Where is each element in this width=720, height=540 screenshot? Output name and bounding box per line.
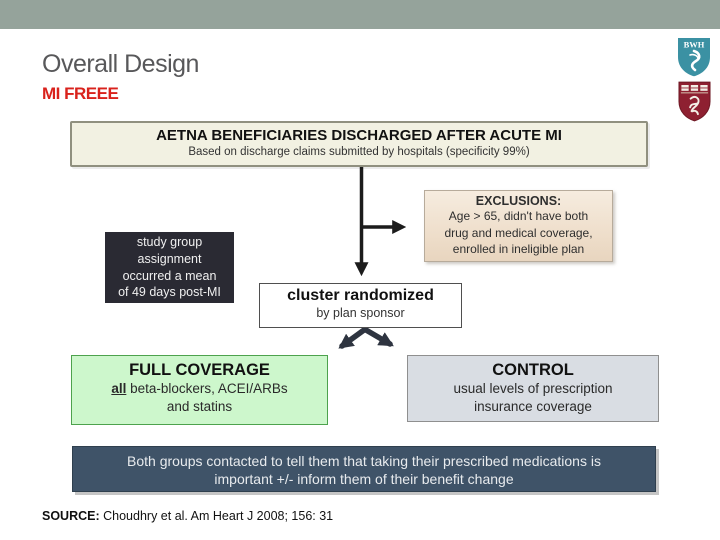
control-arm-box: CONTROL usual levels of prescription ins… xyxy=(407,355,659,422)
exclusions-line: drug and medical coverage, xyxy=(444,225,593,240)
exclusions-title: EXCLUSIONS: xyxy=(475,194,562,208)
top-accent-bar xyxy=(0,0,720,29)
page-title: Overall Design xyxy=(42,50,199,78)
harvard-medical-shield-icon xyxy=(678,81,711,127)
study-note-line: assignment xyxy=(137,251,202,266)
randomization-subtitle: by plan sponsor xyxy=(316,306,405,320)
randomization-box: cluster randomized by plan sponsor xyxy=(259,283,462,328)
co-intervention-box: Both groups contacted to tell them that … xyxy=(72,446,656,492)
page-subtitle: MI FREEE xyxy=(42,84,119,103)
study-note-line: occurred a mean xyxy=(122,268,217,283)
source-citation: SOURCE: Choudhry et al. Am Heart J 2008;… xyxy=(42,509,333,523)
study-group-note-box: study group assignment occurred a mean o… xyxy=(105,232,234,303)
exclusions-line: Age > 65, didn't have both xyxy=(448,209,589,223)
control-line: insurance coverage xyxy=(474,398,592,414)
study-note-line: study group xyxy=(136,235,203,249)
control-title: CONTROL xyxy=(492,361,574,379)
co-intervention-line: important +/- inform them of their benef… xyxy=(214,471,514,487)
co-intervention-line: Both groups contacted to tell them that … xyxy=(127,453,601,469)
full-coverage-arm-box: FULL COVERAGE all beta-blockers, ACEI/AR… xyxy=(71,355,328,425)
population-box: AETNA BENEFICIARIES DISCHARGED AFTER ACU… xyxy=(70,121,648,167)
source-text: Choudhry et al. Am Heart J 2008; 156: 31 xyxy=(99,509,334,523)
full-coverage-line2: and statins xyxy=(166,398,233,414)
population-box-subtitle: Based on discharge claims submitted by h… xyxy=(188,146,530,158)
randomization-title: cluster randomized xyxy=(287,287,434,304)
arrow-to-control xyxy=(363,327,394,347)
bwh-logo-text: BWH xyxy=(684,40,705,50)
full-coverage-line1-rest: beta-blockers, ACEI/ARBs xyxy=(126,381,288,396)
source-label: SOURCE: xyxy=(42,509,100,523)
arrow-to-full-coverage xyxy=(338,327,367,349)
control-line: usual levels of prescription xyxy=(453,381,613,396)
exclusions-box: EXCLUSIONS: Age > 65, didn't have both d… xyxy=(424,190,613,262)
full-coverage-line1: all beta-blockers, ACEI/ARBs xyxy=(72,380,327,398)
bwh-logo-icon: BWH xyxy=(677,37,711,82)
population-box-title: AETNA BENEFICIARIES DISCHARGED AFTER ACU… xyxy=(156,127,562,144)
full-coverage-title: FULL COVERAGE xyxy=(129,361,270,379)
full-coverage-emphasis: all xyxy=(111,381,127,396)
exclusions-line: enrolled in ineligible plan xyxy=(452,242,585,256)
study-note-line: of 49 days post-MI xyxy=(118,285,221,300)
